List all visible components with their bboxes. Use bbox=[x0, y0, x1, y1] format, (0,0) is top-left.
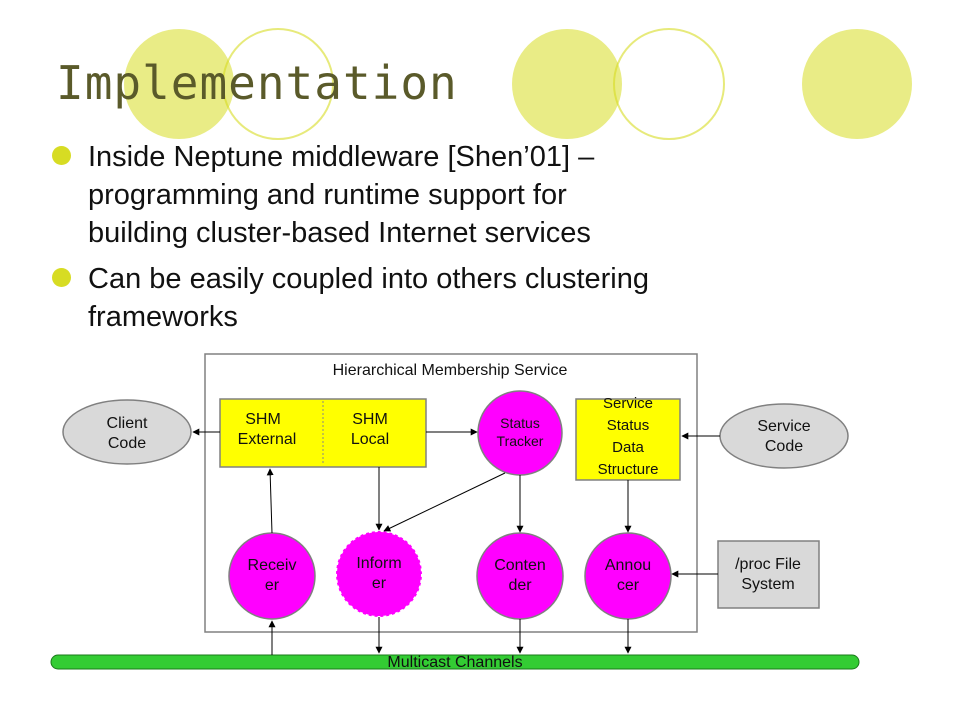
arrow-tracker-to-informer bbox=[383, 472, 506, 532]
service-code-label: Service bbox=[757, 418, 810, 435]
service-code-label: Code bbox=[765, 438, 803, 455]
service-status-label: Service bbox=[603, 395, 653, 412]
informer-label: er bbox=[372, 575, 387, 592]
receiver-label: er bbox=[265, 577, 280, 594]
service-status-label: Structure bbox=[598, 461, 659, 478]
shm-external-label: SHM bbox=[245, 411, 281, 428]
decorative-circles bbox=[124, 28, 912, 140]
service-status-box: Service Status Data Structure bbox=[575, 395, 681, 481]
proc-filesystem-label: /proc File bbox=[735, 556, 801, 573]
shm-box: SHM External SHM Local bbox=[219, 398, 427, 468]
deco-circle bbox=[124, 29, 234, 139]
shm-local-label: Local bbox=[351, 431, 389, 448]
informer-node: Inform er bbox=[335, 530, 423, 618]
shm-local-label: SHM bbox=[352, 411, 388, 428]
bullet-dot-icon bbox=[52, 146, 71, 165]
multicast-channels-bar: Multicast Channels bbox=[50, 654, 860, 671]
informer-label: Inform bbox=[356, 555, 401, 572]
deco-circle bbox=[802, 29, 912, 139]
service-code-node: Service Code bbox=[719, 403, 849, 469]
deco-circle bbox=[512, 29, 622, 139]
client-code-label: Client bbox=[107, 415, 148, 432]
status-tracker-label: Tracker bbox=[497, 433, 544, 449]
bullet-dot-icon bbox=[52, 268, 71, 287]
arrow-receiver-to-shm bbox=[266, 468, 274, 534]
client-code-label: Code bbox=[108, 435, 146, 452]
shm-external-label: External bbox=[238, 431, 297, 448]
service-status-label: Status bbox=[607, 417, 650, 434]
bullet-text: Can be easily coupled into others cluste… bbox=[88, 263, 649, 333]
deco-circle-outline bbox=[613, 28, 725, 140]
deco-circle-outline bbox=[222, 28, 334, 140]
slide-title: Implementation bbox=[56, 56, 458, 110]
client-code-node: Client Code bbox=[62, 399, 192, 465]
contender-label: der bbox=[508, 577, 532, 594]
annoucer-node: Annou cer bbox=[584, 532, 672, 620]
receiver-node: Receiv er bbox=[228, 532, 316, 620]
receiver-label: Receiv bbox=[248, 557, 297, 574]
proc-filesystem-node: /proc File System bbox=[717, 540, 820, 609]
status-tracker-label: Status bbox=[500, 415, 540, 431]
membership-service-title: Hierarchical Membership Service bbox=[333, 362, 568, 379]
status-tracker-node: Status Tracker bbox=[477, 390, 563, 476]
contender-label: Conten bbox=[494, 557, 546, 574]
bullet-list: Inside Neptune middleware [Shen’01] – pr… bbox=[52, 138, 932, 344]
annoucer-label: cer bbox=[617, 577, 640, 594]
bullet-item: Inside Neptune middleware [Shen’01] – pr… bbox=[52, 138, 932, 252]
bullet-text: Inside Neptune middleware [Shen’01] – pr… bbox=[88, 141, 595, 249]
multicast-channels-label: Multicast Channels bbox=[387, 654, 522, 671]
proc-filesystem-label: System bbox=[741, 576, 794, 593]
annoucer-label: Annou bbox=[605, 557, 651, 574]
contender-node: Conten der bbox=[476, 532, 564, 620]
bullet-item: Can be easily coupled into others cluste… bbox=[52, 260, 932, 336]
service-status-label: Data bbox=[612, 439, 644, 456]
